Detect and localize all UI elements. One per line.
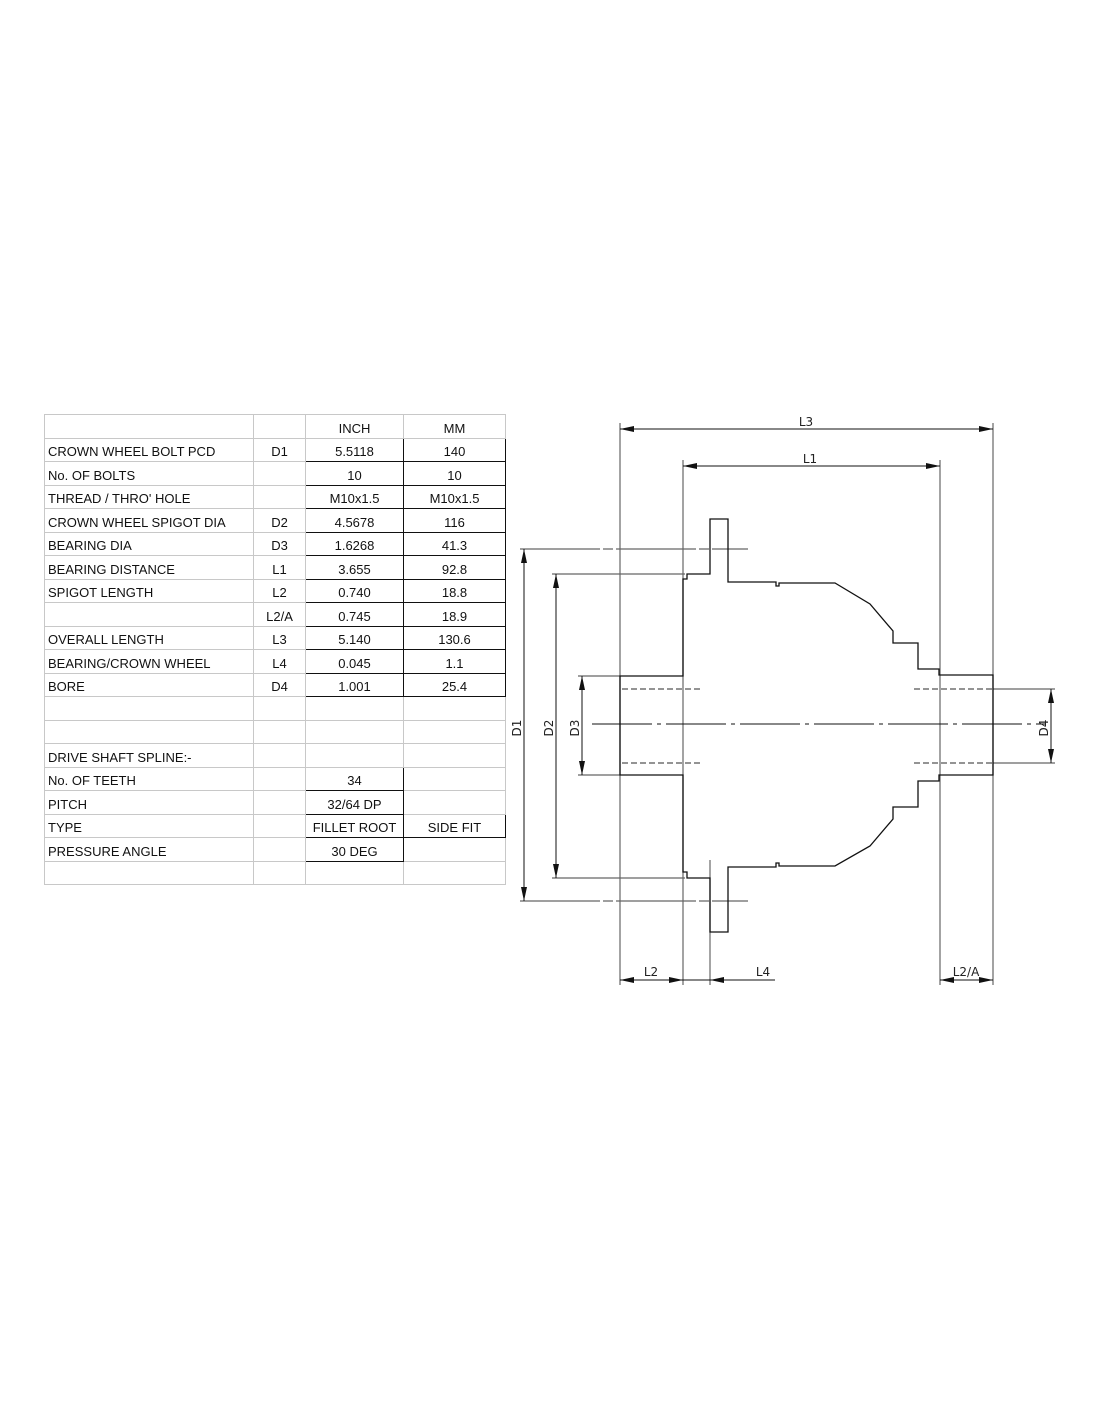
row-label — [44, 602, 254, 627]
label-D4: D4 — [1037, 720, 1051, 737]
row-inch: 0.740 — [305, 578, 404, 603]
extension-lines — [520, 423, 1055, 985]
table-header-row: INCH MM — [44, 414, 506, 439]
spline-label: No. OF TEETH — [44, 766, 254, 791]
spline-value: 30 DEG — [305, 837, 404, 862]
row-inch: 1.6268 — [305, 531, 404, 556]
spline-value: FILLET ROOT — [305, 813, 404, 838]
row-label: BEARING/CROWN WHEEL — [44, 649, 254, 674]
table-row: No. OF BOLTS 10 10 — [44, 461, 506, 486]
spline-label: PITCH — [44, 790, 254, 815]
spline-extra — [403, 837, 506, 862]
spline-label: TYPE — [44, 813, 254, 838]
row-symbol: D1 — [253, 437, 306, 462]
row-inch: 4.5678 — [305, 508, 404, 533]
row-mm: 92.8 — [403, 555, 506, 580]
dimension-labels: L3 L1 L2 L4 L2/A D1 D2 D3 D4 — [510, 415, 1051, 979]
label-L2A: L2/A — [953, 965, 980, 979]
table-row: BEARING/CROWN WHEEL L4 0.045 1.1 — [44, 649, 506, 674]
header-mm: MM — [403, 414, 506, 439]
row-symbol: L2/A — [253, 602, 306, 627]
row-symbol: L3 — [253, 625, 306, 650]
table-row: OVERALL LENGTH L3 5.140 130.6 — [44, 625, 506, 650]
spline-extra — [403, 790, 506, 815]
label-L4: L4 — [756, 965, 770, 979]
row-label: CROWN WHEEL SPIGOT DIA — [44, 508, 254, 533]
row-label: No. OF BOLTS — [44, 461, 254, 486]
row-symbol — [253, 484, 306, 509]
header-symbol — [253, 414, 306, 439]
spline-label: PRESSURE ANGLE — [44, 837, 254, 862]
spline-extra: SIDE FIT — [403, 813, 506, 838]
row-inch: M10x1.5 — [305, 484, 404, 509]
spec-table-container: INCH MM CROWN WHEEL BOLT PCD D1 5.5118 1… — [44, 414, 506, 885]
table-row: TYPE FILLET ROOT SIDE FIT — [44, 813, 506, 838]
row-mm: 1.1 — [403, 649, 506, 674]
dimension-lines — [521, 426, 1054, 983]
part-outline — [619, 518, 994, 933]
spline-value: 32/64 DP — [305, 790, 404, 815]
table-row: BEARING DISTANCE L1 3.655 92.8 — [44, 555, 506, 580]
row-mm: 18.9 — [403, 602, 506, 627]
row-mm: 140 — [403, 437, 506, 462]
label-D2: D2 — [542, 720, 556, 737]
table-row: PITCH 32/64 DP — [44, 790, 506, 815]
spline-heading: DRIVE SHAFT SPLINE:- — [44, 743, 254, 768]
table-row: CROWN WHEEL BOLT PCD D1 5.5118 140 — [44, 437, 506, 462]
label-L2: L2 — [644, 965, 658, 979]
bore-hidden-lines — [622, 688, 992, 764]
row-inch: 1.001 — [305, 672, 404, 697]
header-inch: INCH — [305, 414, 404, 439]
row-mm: 18.8 — [403, 578, 506, 603]
row-inch: 0.745 — [305, 602, 404, 627]
row-label: BEARING DIA — [44, 531, 254, 556]
row-symbol: D2 — [253, 508, 306, 533]
row-label: CROWN WHEEL BOLT PCD — [44, 437, 254, 462]
table-row: CROWN WHEEL SPIGOT DIA D2 4.5678 116 — [44, 508, 506, 533]
row-symbol: L4 — [253, 649, 306, 674]
spline-extra — [403, 766, 506, 791]
row-label: SPIGOT LENGTH — [44, 578, 254, 603]
row-mm: 116 — [403, 508, 506, 533]
spline-value: 34 — [305, 766, 404, 791]
row-inch: 0.045 — [305, 649, 404, 674]
row-symbol: D4 — [253, 672, 306, 697]
label-D3: D3 — [568, 720, 582, 737]
table-row: BEARING DIA D3 1.6268 41.3 — [44, 531, 506, 556]
empty-row — [44, 860, 506, 885]
table-row: THREAD / THRO' HOLE M10x1.5 M10x1.5 — [44, 484, 506, 509]
row-symbol: D3 — [253, 531, 306, 556]
label-L3: L3 — [799, 415, 813, 429]
row-mm: 10 — [403, 461, 506, 486]
row-symbol: L1 — [253, 555, 306, 580]
table-row: BORE D4 1.001 25.4 — [44, 672, 506, 697]
table-row: L2/A 0.745 18.9 — [44, 602, 506, 627]
table-row: No. OF TEETH 34 — [44, 766, 506, 791]
table-row: SPIGOT LENGTH L2 0.740 18.8 — [44, 578, 506, 603]
row-label: OVERALL LENGTH — [44, 625, 254, 650]
empty-row — [44, 719, 506, 744]
row-label: BORE — [44, 672, 254, 697]
header-label — [44, 414, 254, 439]
row-mm: 130.6 — [403, 625, 506, 650]
row-symbol — [253, 461, 306, 486]
row-inch: 3.655 — [305, 555, 404, 580]
row-symbol: L2 — [253, 578, 306, 603]
label-L1: L1 — [803, 452, 817, 466]
row-mm: 41.3 — [403, 531, 506, 556]
row-inch: 5.5118 — [305, 437, 404, 462]
label-D1: D1 — [510, 720, 524, 737]
row-mm: M10x1.5 — [403, 484, 506, 509]
spec-table: INCH MM CROWN WHEEL BOLT PCD D1 5.5118 1… — [44, 414, 506, 885]
row-label: BEARING DISTANCE — [44, 555, 254, 580]
empty-row — [44, 696, 506, 721]
spline-heading-row: DRIVE SHAFT SPLINE:- — [44, 743, 506, 768]
row-mm: 25.4 — [403, 672, 506, 697]
row-inch: 10 — [305, 461, 404, 486]
table-row: PRESSURE ANGLE 30 DEG — [44, 837, 506, 862]
row-inch: 5.140 — [305, 625, 404, 650]
row-label: THREAD / THRO' HOLE — [44, 484, 254, 509]
